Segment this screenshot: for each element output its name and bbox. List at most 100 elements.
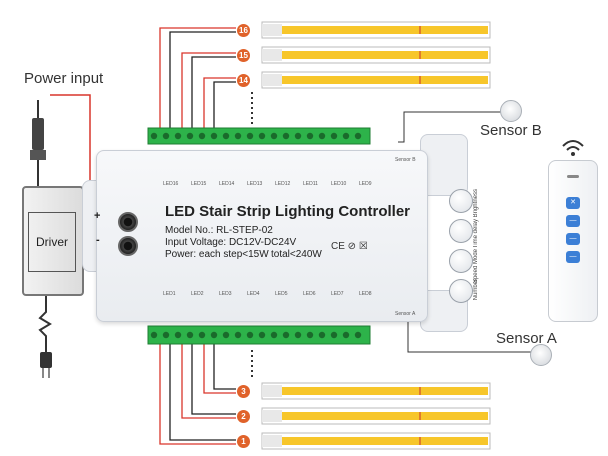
terminal-screw — [306, 331, 314, 339]
bottom-led-label: LED2 — [191, 291, 204, 297]
power-jack-negative — [118, 236, 138, 256]
brightness-button[interactable] — [449, 189, 473, 213]
terminal-screw — [210, 132, 218, 140]
terminal-screw — [330, 132, 338, 140]
led-strip-14 — [261, 71, 491, 89]
terminal-screw — [270, 331, 278, 339]
terminal-screw — [246, 132, 254, 140]
terminal-screw — [294, 132, 302, 140]
terminal-screw — [354, 132, 362, 140]
strip-number-badge: 14 — [237, 74, 250, 87]
input-voltage: Input Voltage: DC12V-DC24V — [165, 237, 297, 248]
remote-button[interactable]: — — [566, 233, 580, 245]
terminal-screw — [258, 331, 266, 339]
strip-number-badge: 2 — [237, 410, 250, 423]
time-delay-label: Time delay — [473, 219, 479, 249]
sensor-a-cable — [407, 320, 532, 353]
bottom-terminal-block — [147, 325, 371, 345]
certification-marks: CE ⊘ ☒ — [331, 241, 368, 252]
remote-button[interactable]: — — [566, 251, 580, 263]
terminal-screw — [342, 132, 350, 140]
strip-number-badge: 3 — [237, 385, 250, 398]
bottom-strip-wires — [159, 344, 253, 445]
speed-mode-label: Speed Mode — [473, 249, 479, 284]
terminal-screw — [234, 331, 242, 339]
terminal-screw — [186, 331, 194, 339]
controller-body: LED Stair Strip Lighting Controller Mode… — [96, 150, 479, 322]
sensor-a-port-label: Sensor A — [395, 311, 416, 317]
sensor-b-label: Sensor B — [480, 122, 542, 139]
terminal-screw — [198, 331, 206, 339]
terminal-screw — [354, 331, 362, 339]
driver-label: Driver — [28, 212, 76, 272]
remote-button[interactable]: — — [566, 215, 580, 227]
terminal-screw — [174, 132, 182, 140]
led-strip-16 — [261, 21, 491, 39]
top-led-label: LED12 — [275, 181, 291, 187]
terminal-screw — [234, 132, 242, 140]
remote-button[interactable]: ✕ — [566, 197, 580, 209]
terminal-screw — [150, 331, 158, 339]
time-delay-button[interactable] — [449, 219, 473, 243]
mains-cable — [38, 292, 52, 352]
top-led-label: LED9 — [359, 181, 372, 187]
remote-control: ✕ — — — — [548, 160, 598, 322]
power-input-label: Power input — [24, 70, 104, 87]
power-rating: Power: each step<15W — [165, 249, 269, 260]
bottom-led-label: LED1 — [163, 291, 176, 297]
terminal-screw — [282, 331, 290, 339]
mains-plug — [40, 352, 52, 368]
bottom-led-label: LED4 — [247, 291, 260, 297]
led-strip-1 — [261, 432, 491, 450]
brightness-label: Brightness — [473, 189, 479, 218]
terminal-screw — [342, 331, 350, 339]
sensor-b-cable — [398, 111, 510, 143]
number-button[interactable] — [449, 279, 473, 303]
bottom-led-label: LED8 — [359, 291, 372, 297]
led-strip-2 — [261, 407, 491, 425]
negative-polarity-label: - — [96, 234, 100, 246]
strip-number-badge: 1 — [237, 435, 250, 448]
led-strip-15 — [261, 46, 491, 64]
terminal-screw — [246, 331, 254, 339]
top-led-label: LED10 — [331, 181, 347, 187]
bottom-led-label: LED3 — [219, 291, 232, 297]
top-led-label: LED11 — [303, 181, 318, 187]
strip-number-badge: 16 — [237, 24, 250, 37]
sensor-b-port-label: Sensor B — [395, 157, 416, 163]
sensor-a-label: Sensor A — [496, 330, 557, 347]
remote-indicator — [567, 175, 579, 178]
terminal-screw — [318, 132, 326, 140]
terminal-screw — [222, 331, 230, 339]
led-strip-3 — [261, 382, 491, 400]
controller-title: LED Stair Strip Lighting Controller — [165, 203, 410, 220]
positive-polarity-label: + — [94, 210, 101, 222]
terminal-screw — [270, 132, 278, 140]
top-strip-wires — [159, 27, 253, 128]
terminal-screw — [162, 132, 170, 140]
terminal-screw — [318, 331, 326, 339]
dc-plug — [32, 118, 44, 150]
top-terminal-block — [147, 127, 371, 145]
total-power: total<240W — [271, 249, 322, 260]
sensor-b — [500, 100, 522, 122]
terminal-screw — [150, 132, 158, 140]
wifi-icon — [562, 140, 584, 156]
bottom-led-label: LED6 — [303, 291, 316, 297]
model-number: Model No.: RL-STEP-02 — [165, 225, 273, 236]
strip-number-badge: 15 — [237, 49, 250, 62]
top-led-label: LED16 — [163, 181, 179, 187]
terminal-screw — [294, 331, 302, 339]
bottom-led-label: LED5 — [275, 291, 288, 297]
terminal-screw — [258, 132, 266, 140]
speed-mode-button[interactable] — [449, 249, 473, 273]
terminal-screw — [306, 132, 314, 140]
top-led-label: LED14 — [219, 181, 235, 187]
sensor-a — [530, 344, 552, 366]
top-led-label: LED13 — [247, 181, 263, 187]
terminal-screw — [186, 132, 194, 140]
terminal-screw — [162, 331, 170, 339]
number-label: Number — [473, 279, 479, 301]
terminal-screw — [210, 331, 218, 339]
